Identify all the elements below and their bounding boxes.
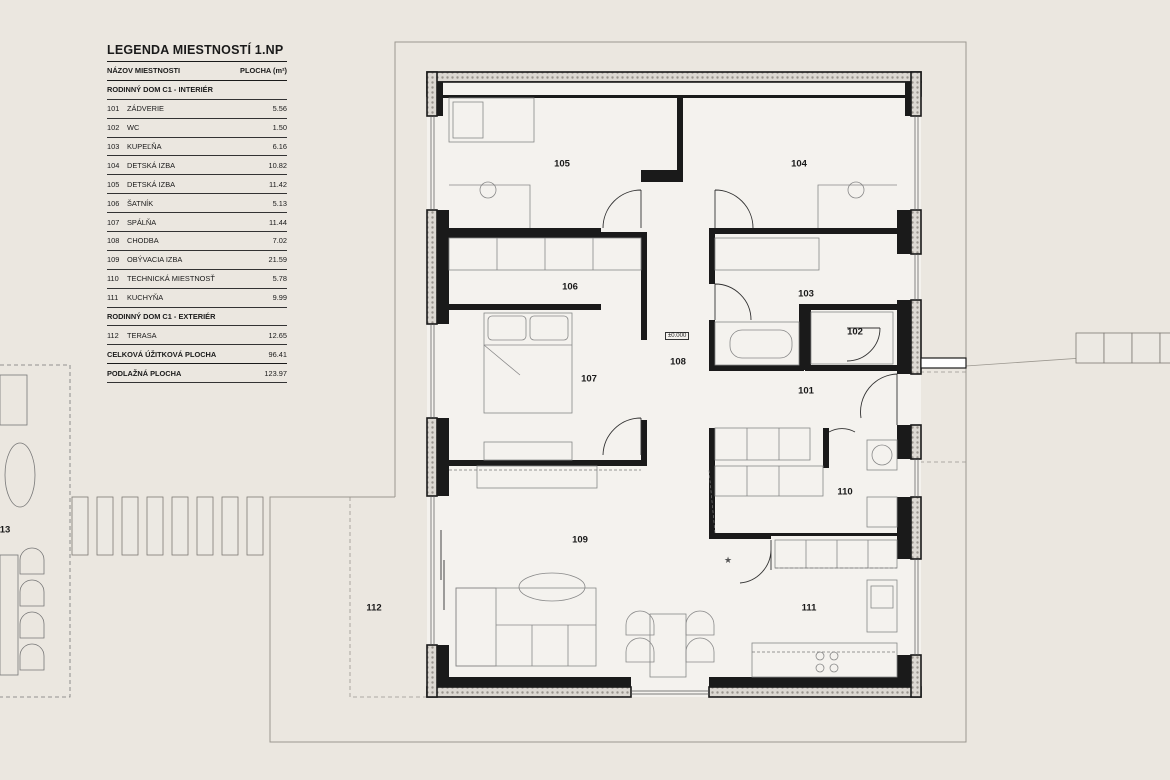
legend-room-name: DETSKÁ IZBA <box>127 179 176 189</box>
legend-room-row: 107 SPÁLŇA 11.44 <box>107 213 287 233</box>
windows <box>430 116 919 695</box>
room-label-101: 101 <box>798 385 814 397</box>
legend-room-number: 102 <box>107 123 120 133</box>
room-label-103: 103 <box>798 288 814 300</box>
legend-exterior-list: 112 TERASA 12.65 <box>107 326 288 346</box>
legend-room-name: ZÁDVERIE <box>127 104 164 114</box>
room-label-112: 112 <box>366 602 382 614</box>
legend-room-number: 111 <box>107 293 119 303</box>
legend-room-area: 11.42 <box>269 179 287 189</box>
legend-room-area: 5.56 <box>272 104 287 114</box>
legend-room-name: KUPEĽŇA <box>127 142 162 151</box>
room-label-108: 108 <box>670 356 686 368</box>
legend-room-row: 109 OBÝVACIA IZBA 21.59 <box>107 251 287 270</box>
legend-room-area: 7.02 <box>272 236 287 246</box>
legend-total-usable-value: 96.41 <box>268 349 288 359</box>
legend-floor-area-value: 123.97 <box>264 368 287 378</box>
legend-total-usable-row: CELKOVÁ ÚŽITKOVÁ PLOCHA 96.41 <box>107 345 288 365</box>
legend-room-number: 106 <box>107 198 120 208</box>
legend-room-number: 104 <box>107 160 120 170</box>
dashed-guides <box>449 469 897 653</box>
legend-room-area: 5.13 <box>272 198 287 208</box>
legend-room-area: 12.65 <box>268 330 288 340</box>
legend-room-name: DETSKÁ IZBA <box>127 160 176 170</box>
interior-walls <box>437 82 911 687</box>
room-label-111: 111 <box>801 602 817 614</box>
legend-room-row: 102 WC 1.50 <box>107 119 287 138</box>
star-mark: ★ <box>724 556 732 566</box>
legend-room-row: 105 DETSKÁ IZBA 11.42 <box>107 175 287 195</box>
room-label-104: 104 <box>791 158 807 170</box>
room-label-110: 110 <box>837 486 853 498</box>
legend-room-name: TERASA <box>127 330 157 340</box>
terrace-outline <box>349 371 966 698</box>
right-partial-blocks <box>1075 332 1170 364</box>
legend-room-name: WC <box>127 123 140 133</box>
legend-room-number: 105 <box>107 179 120 189</box>
legend-section-interior: RODINNÝ DOM C1 - INTERIÉR <box>107 81 287 100</box>
room-label-105: 105 <box>554 158 570 170</box>
exterior-wall <box>426 71 922 698</box>
legend-room-number: 103 <box>107 142 120 151</box>
entrance-step <box>920 357 967 369</box>
legend-room-name: TECHNICKÁ MIESTNOSŤ <box>127 274 215 284</box>
legend-room-number: 108 <box>107 236 120 246</box>
left-partial-area <box>0 364 71 698</box>
legend-room-area: 9.99 <box>272 293 287 303</box>
door-swings <box>602 189 898 584</box>
legend-room-area: 10.82 <box>268 160 288 170</box>
legend-header-name: NÁZOV MIESTNOSTI <box>107 66 181 76</box>
legend-room-row: 106 ŠATNÍK 5.13 <box>107 194 287 214</box>
furniture <box>448 97 898 678</box>
legend-room-row: 110 TECHNICKÁ MIESTNOSŤ 5.78 <box>107 270 287 289</box>
legend-room-row: 104 DETSKÁ IZBA 10.82 <box>107 156 288 176</box>
house-floor <box>427 72 921 697</box>
legend-room-row: 112 TERASA 12.65 <box>107 326 288 346</box>
legend-room-number: 110 <box>107 274 119 284</box>
legend-room-name: KUCHYŇA <box>127 293 164 303</box>
stepping-stones <box>71 496 264 556</box>
level-mark: ±0.000 <box>665 332 690 340</box>
legend-header-area: PLOCHA (m²) <box>240 66 287 76</box>
room-label-109: 109 <box>572 534 588 546</box>
legend-room-row: 103 KUPEĽŇA 6.16 <box>107 138 287 157</box>
legend-section-exterior-label: RODINNÝ DOM C1 - EXTERIÉR <box>107 312 216 322</box>
legend-floor-area-label: PODLAŽNÁ PLOCHA <box>107 368 182 378</box>
room-label-107: 107 <box>581 373 597 385</box>
legend-title: LEGENDA MIESTNOSTÍ 1.NP <box>107 43 287 62</box>
legend-room-area: 11.44 <box>269 217 287 227</box>
room-legend: LEGENDA MIESTNOSTÍ 1.NP NÁZOV MIESTNOSTI… <box>107 43 288 384</box>
legend-room-area: 1.50 <box>272 123 287 133</box>
legend-header-row: NÁZOV MIESTNOSTI PLOCHA (m²) <box>107 62 287 81</box>
legend-room-row: 101 ZÁDVERIE 5.56 <box>107 100 287 119</box>
room-label-106: 106 <box>562 281 578 293</box>
legend-room-row: 111 KUCHYŇA 9.99 <box>107 289 287 308</box>
legend-room-name: ŠATNÍK <box>127 198 154 208</box>
legend-room-area: 5.78 <box>272 274 287 284</box>
legend-floor-area-row: PODLAŽNÁ PLOCHA 123.97 <box>107 364 287 384</box>
legend-room-name: SPÁLŇA <box>127 217 157 227</box>
legend-room-area: 21.59 <box>268 255 288 265</box>
legend-total-usable-label: CELKOVÁ ÚŽITKOVÁ PLOCHA <box>107 349 217 359</box>
legend-room-number: 107 <box>107 217 120 227</box>
legend-room-name: CHODBA <box>127 236 159 246</box>
partial-room-label: 13 <box>0 524 11 536</box>
room-label-102: 102 <box>847 326 863 338</box>
legend-room-number: 112 <box>107 330 119 340</box>
sliding-door-left <box>440 530 445 610</box>
legend-room-row: 108 CHODBA 7.02 <box>107 232 287 251</box>
site-outline <box>269 41 967 743</box>
legend-room-number: 109 <box>107 255 120 265</box>
legend-room-name: OBÝVACIA IZBA <box>127 255 183 265</box>
legend-section-interior-label: RODINNÝ DOM C1 - INTERIÉR <box>107 85 213 95</box>
legend-room-area: 6.16 <box>272 142 287 151</box>
legend-section-exterior: RODINNÝ DOM C1 - EXTERIÉR <box>107 308 287 327</box>
legend-room-number: 101 <box>107 104 120 114</box>
